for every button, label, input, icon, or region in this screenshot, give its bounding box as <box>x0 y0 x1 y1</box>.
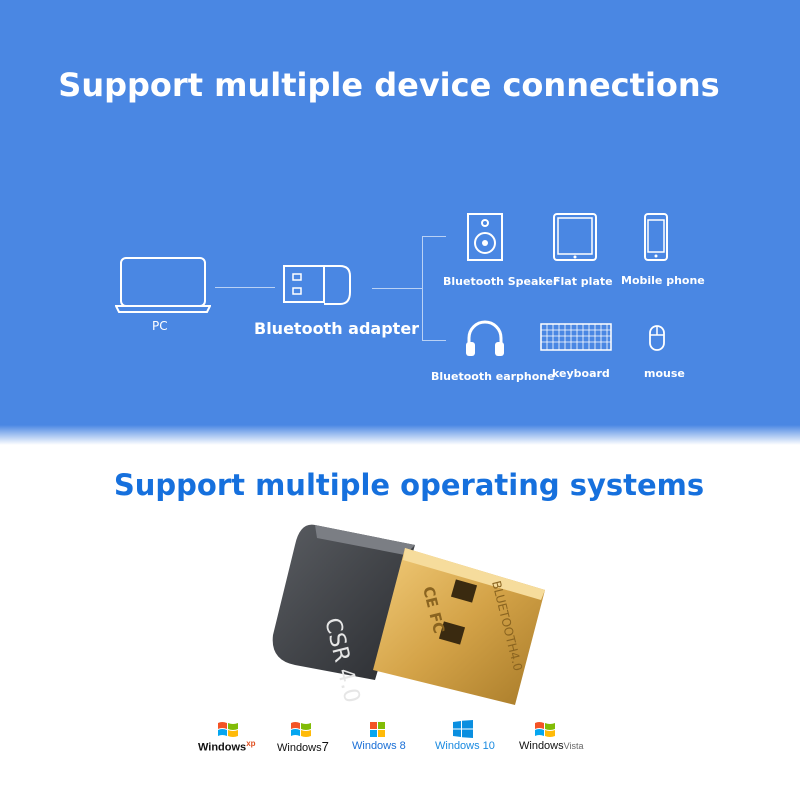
connector-bottom-branch <box>422 340 446 341</box>
laptop-icon <box>115 257 211 313</box>
windows-flag-icon <box>291 722 311 737</box>
windows-flag-icon <box>370 722 385 737</box>
tablet-icon <box>553 213 597 261</box>
device-label: Mobile phone <box>621 274 705 287</box>
os-windows-10: Windows 10 <box>435 720 507 754</box>
device-label: Bluetooth Speaker <box>443 275 559 288</box>
pc-label: PC <box>152 319 168 333</box>
phone-icon <box>644 213 668 261</box>
os-windows-xp: Windowsxp <box>198 720 258 754</box>
connector-vertical <box>422 236 423 340</box>
os-windows-vista: WindowsVista <box>519 720 589 754</box>
windows-flag-icon <box>218 722 238 737</box>
speaker-icon <box>467 213 503 261</box>
device-label: keyboard <box>552 367 610 380</box>
panel-fade <box>0 425 800 445</box>
connector-adapter-hub <box>372 288 422 289</box>
device-label: Bluetooth earphone <box>431 370 555 383</box>
usb-adapter-icon <box>283 265 351 305</box>
csr-adapter-image: CSR 4.0 BLUETOOTH4.0 CE FC <box>272 524 545 705</box>
os-title: Support multiple operating systems <box>113 468 705 502</box>
connector-pc-adapter <box>215 287 275 288</box>
os-windows-7: Windows7 <box>277 720 339 754</box>
os-windows-8: Windows 8 <box>352 720 414 754</box>
connector-top-branch <box>422 236 446 237</box>
windows-flag-icon <box>535 722 555 737</box>
windows-logo-icon <box>453 720 473 738</box>
mouse-icon <box>649 325 665 351</box>
device-label: Flat plate <box>553 275 613 288</box>
adapter-label: Bluetooth adapter <box>254 319 420 338</box>
connections-title: Support multiple device connections <box>58 66 720 104</box>
keyboard-icon <box>540 323 612 351</box>
headphones-icon <box>466 320 504 356</box>
device-label: mouse <box>644 367 685 380</box>
